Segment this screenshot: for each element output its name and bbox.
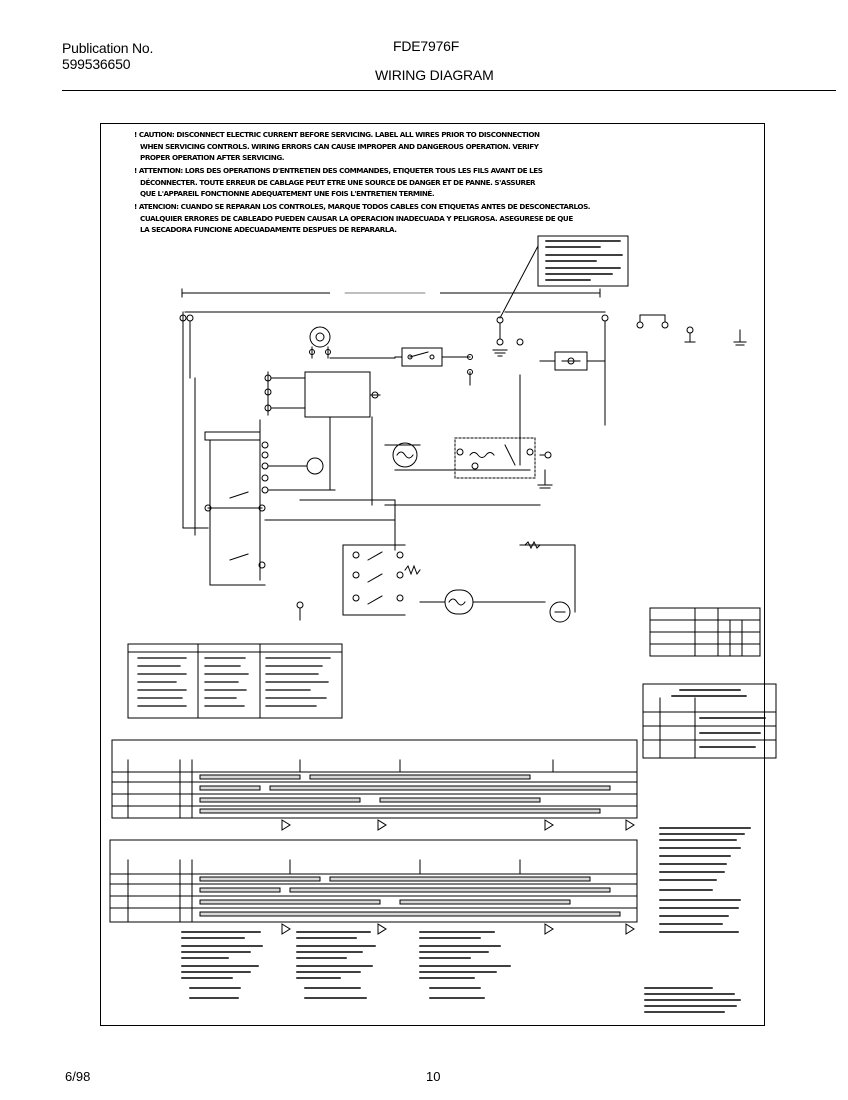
switch-chart-table bbox=[649, 607, 761, 657]
warning-french: ! ATTENTION: LORS DES OPERATIONS D'ENTRE… bbox=[134, 165, 604, 200]
wire-color-table bbox=[642, 683, 777, 759]
warning-spanish: ! ATENCION: CUANDO SE REPARAN LOS CONTRO… bbox=[134, 201, 604, 236]
drive-motor bbox=[392, 437, 552, 479]
symbol-legend-table bbox=[127, 643, 343, 719]
publication-number: 599536650 bbox=[62, 56, 131, 72]
heater-element bbox=[419, 540, 576, 623]
header-rule bbox=[62, 90, 836, 91]
door-switch bbox=[394, 347, 473, 386]
model-number: FDE7976F bbox=[393, 38, 460, 54]
warning-line: LA SECADORA FUNCIONE ADECUADAMENTE DESPU… bbox=[140, 225, 397, 234]
diagram-frame bbox=[100, 123, 765, 1026]
warning-line: QUE L'APPAREIL FONCTIONNE ADEQUATEMENT U… bbox=[140, 189, 435, 198]
drum-light-icon bbox=[309, 326, 331, 359]
footer-page-number: 10 bbox=[426, 1069, 441, 1084]
timer-sequence-chart-1 bbox=[111, 739, 638, 831]
publication-label: Publication No. bbox=[62, 40, 154, 56]
footer-date: 6/98 bbox=[65, 1069, 91, 1084]
hi-limit-thermostat bbox=[539, 314, 609, 426]
ground-symbols bbox=[636, 314, 747, 346]
warning-english: ! CAUTION: DISCONNECT ELECTRIC CURRENT B… bbox=[134, 129, 604, 164]
warning-line: ! ATENCION: CUANDO SE REPARAN LOS CONTRO… bbox=[134, 202, 591, 211]
fine-print-notes bbox=[181, 827, 751, 1013]
power-bus bbox=[181, 288, 606, 313]
timer-motor bbox=[204, 431, 336, 586]
left-rail bbox=[179, 311, 209, 536]
heater-circuit bbox=[296, 544, 421, 621]
warning-line: WHEN SERVICING CONTROLS. WIRING ERRORS C… bbox=[140, 141, 539, 151]
timer-sequence-chart-2 bbox=[109, 839, 638, 935]
warning-line: CUALQUIER ERRORES DE CABLEADO PUEDEN CAU… bbox=[140, 213, 573, 223]
warning-line: PROPER OPERATION AFTER SERVICING. bbox=[140, 153, 285, 162]
note-callout-box bbox=[499, 235, 629, 319]
motor-ground bbox=[537, 469, 553, 489]
electronic-control-board bbox=[264, 371, 381, 418]
terminal-block bbox=[492, 316, 524, 357]
page-title: WIRING DIAGRAM bbox=[375, 67, 494, 83]
warning-line: ! CAUTION: DISCONNECT ELECTRIC CURRENT B… bbox=[134, 130, 540, 139]
warning-line: ! ATTENTION: LORS DES OPERATIONS D'ENTRE… bbox=[134, 166, 543, 175]
warning-line: DÉCONNECTER. TOUTE ERREUR DE CABLAGE PEU… bbox=[140, 177, 536, 187]
wiring-runs bbox=[259, 357, 541, 581]
